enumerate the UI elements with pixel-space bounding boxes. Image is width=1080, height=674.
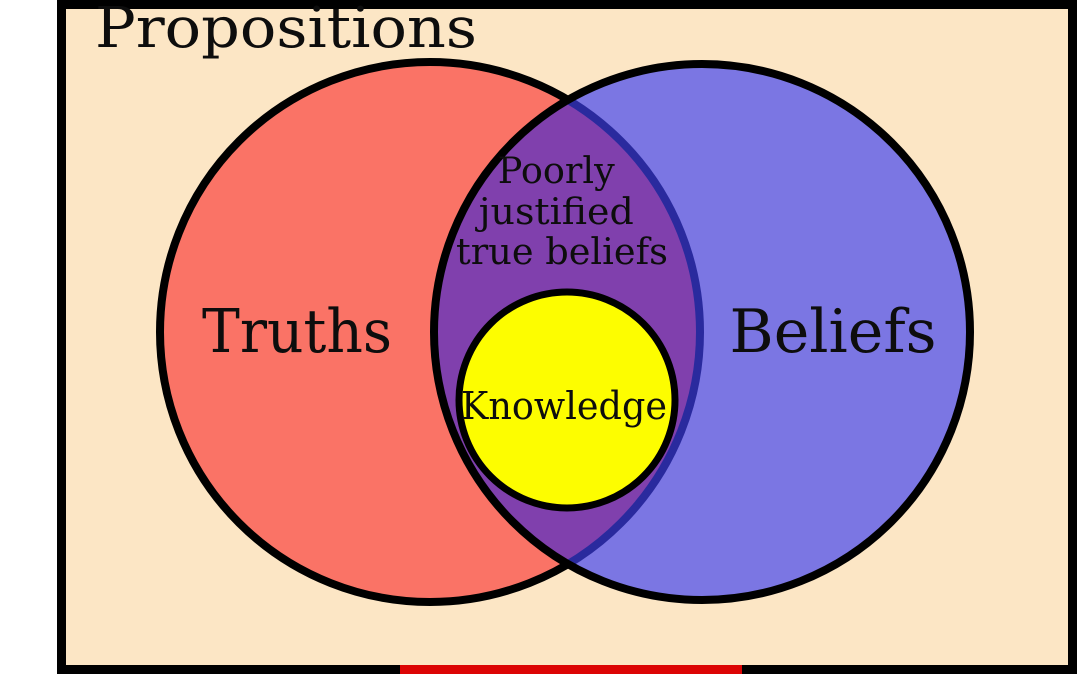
bottom-red-bar <box>400 665 742 674</box>
overlap-label: Poorly justified true beliefs <box>456 151 668 273</box>
truths-label: Truths <box>202 297 392 367</box>
overlap-label-line-2: justified <box>475 192 634 233</box>
overlap-label-line-3: true beliefs <box>456 232 668 273</box>
beliefs-circle-outline <box>430 60 974 604</box>
knowledge-circle <box>455 288 679 512</box>
page-title: Propositions <box>95 0 477 61</box>
knowledge-label: Knowledge <box>461 384 667 428</box>
beliefs-label: Beliefs <box>730 297 937 367</box>
overlap-label-line-1: Poorly <box>498 151 616 192</box>
truths-arc-under-beliefs <box>434 64 704 600</box>
